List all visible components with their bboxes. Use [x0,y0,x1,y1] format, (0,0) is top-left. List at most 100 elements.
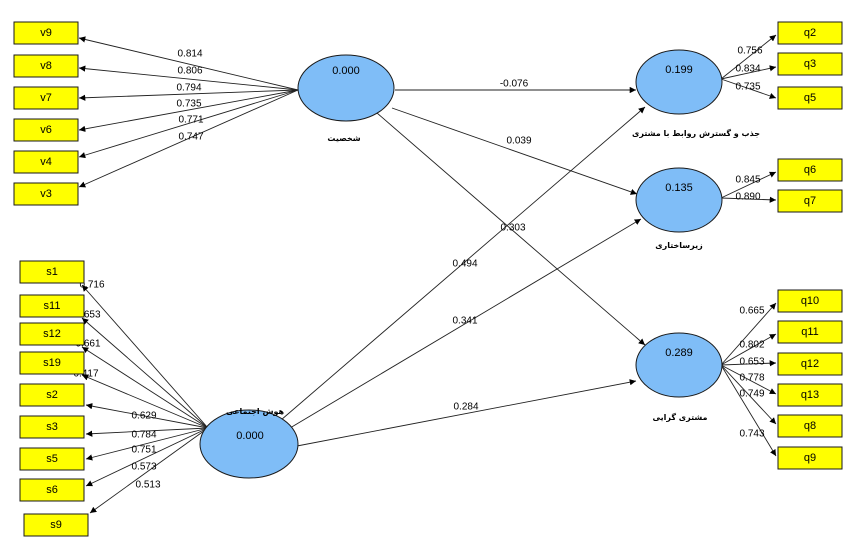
svg-text:s12: s12 [43,328,61,340]
latent-zirsakht[interactable]: 0.135 زیرساختاری [635,167,723,250]
svg-text:q7: q7 [804,195,816,207]
indicator-q10[interactable]: q10 [777,289,843,313]
loading-label-q12: 0.653 [739,357,764,368]
latent-jazb-value: 0.199 [665,64,693,76]
loading-line-s2 [85,403,209,429]
loading-line-v6 [78,89,299,132]
indicator-v7[interactable]: v7 [13,86,79,110]
path-label-shakhsiat-moshtari: 0.303 [500,223,525,234]
loading-label-q5: 0.735 [735,82,760,93]
latent-jazb[interactable]: 0.199 جذب و گسترش روابط با مشتری [632,49,760,139]
indicator-v9[interactable]: v9 [13,21,79,45]
svg-text:q8: q8 [804,420,816,432]
latent-moshtari[interactable]: 0.289 مشتری گرایی [635,332,723,422]
loading-label-q11: 0.802 [739,340,764,351]
loading-label-v7: 0.794 [176,83,201,94]
svg-text:s3: s3 [46,421,58,433]
latent-hoosh-label: هوش اجتماعی [226,407,285,417]
loading-line-s3 [85,427,209,437]
loading-line-v3 [78,89,299,188]
latent-hoosh[interactable]: 0.000 هوش اجتماعی [199,407,299,479]
indicator-s2[interactable]: s2 [19,383,85,407]
loading-line-s12 [81,346,209,429]
loading-label-s11: 0.653 [75,310,100,321]
svg-text:s5: s5 [46,453,58,465]
indicator-s1[interactable]: s1 [19,260,85,284]
loading-line-s11 [81,317,209,429]
indicator-v3[interactable]: v3 [13,182,79,206]
loading-label-q13: 0.778 [739,373,764,384]
indicator-v4[interactable]: v4 [13,150,79,174]
loading-line-s5 [85,427,209,461]
svg-text:s9: s9 [50,519,62,531]
loading-label-s5: 0.751 [131,445,156,456]
svg-text:s1: s1 [46,266,58,278]
loading-line-q5 [720,78,777,99]
indicator-v6[interactable]: v6 [13,118,79,142]
latent-shakhsiat-label: شخصیت [327,134,360,143]
indicator-q8[interactable]: q8 [777,414,843,438]
loading-label-s2: 0.629 [131,411,156,422]
path-hoosh-jazb [280,106,646,421]
loading-label-s1: 0.716 [79,280,104,291]
loading-label-q10: 0.665 [739,306,764,317]
indicator-q3[interactable]: q3 [777,52,843,76]
indicator-s12[interactable]: s12 [19,322,85,346]
svg-text:v4: v4 [40,156,52,168]
indicator-q5[interactable]: q5 [777,86,843,110]
svg-text:q5: q5 [804,92,816,104]
indicator-q12[interactable]: q12 [777,352,843,376]
svg-text:q6: q6 [804,164,816,176]
loading-line-q13 [720,364,777,395]
loading-line-v7 [78,89,299,101]
latent-hoosh-value: 0.000 [236,430,264,442]
loading-label-q9: 0.743 [739,429,764,440]
loading-label-q2: 0.756 [737,46,762,57]
indicator-s3[interactable]: s3 [19,415,85,439]
svg-text:s6: s6 [46,484,58,496]
indicator-s6[interactable]: s6 [19,478,85,502]
latent-jazb-label: جذب و گسترش روابط با مشتری [632,128,760,139]
loading-label-q6: 0.845 [735,175,760,186]
indicator-s19[interactable]: s19 [19,351,85,375]
indicator-s9[interactable]: s9 [23,513,89,537]
svg-text:s2: s2 [46,389,58,401]
latent-shakhsiat[interactable]: 0.000 شخصیت [297,54,395,143]
indicator-s5[interactable]: s5 [19,447,85,471]
loading-line-q9 [720,364,777,457]
loading-line-s6 [85,427,209,487]
svg-text:s19: s19 [43,357,61,369]
indicator-q2[interactable]: q2 [777,21,843,45]
svg-text:v3: v3 [40,188,52,200]
indicator-q6[interactable]: q6 [777,158,843,182]
loading-line-v8 [78,65,299,91]
path-shakhsiat-zirsakht [391,107,638,195]
indicator-q11[interactable]: q11 [777,320,843,344]
latent-moshtari-value: 0.289 [665,347,693,359]
latent-zirsakht-label: زیرساختاری [655,241,703,250]
svg-text:q2: q2 [804,27,816,39]
loading-line-q7 [720,196,777,203]
svg-text:q12: q12 [801,358,819,370]
loading-line-q12 [720,360,777,367]
path-shakhsiat-moshtari [376,112,646,346]
loading-label-v3: 0.747 [178,132,203,143]
loading-line-s19 [81,374,209,429]
loading-label-v8: 0.806 [177,66,202,77]
indicator-q9[interactable]: q9 [777,446,843,470]
indicator-q13[interactable]: q13 [777,383,843,407]
path-label-hoosh-zirsakht: 0.341 [452,316,477,327]
loading-label-v4: 0.771 [178,115,203,126]
svg-text:s11: s11 [44,300,61,312]
indicator-q7[interactable]: q7 [777,189,843,213]
loading-label-v6: 0.735 [176,99,201,110]
loading-line-q6 [720,171,777,199]
path-label-hoosh-moshtari: 0.284 [453,402,478,413]
loading-label-s19: 0.417 [73,369,98,380]
path-label-shakhsiat-zirsakht: 0.039 [506,136,531,147]
indicator-s11[interactable]: s11 [19,294,85,318]
loading-label-s6: 0.573 [131,462,156,473]
indicator-v8[interactable]: v8 [13,54,79,78]
